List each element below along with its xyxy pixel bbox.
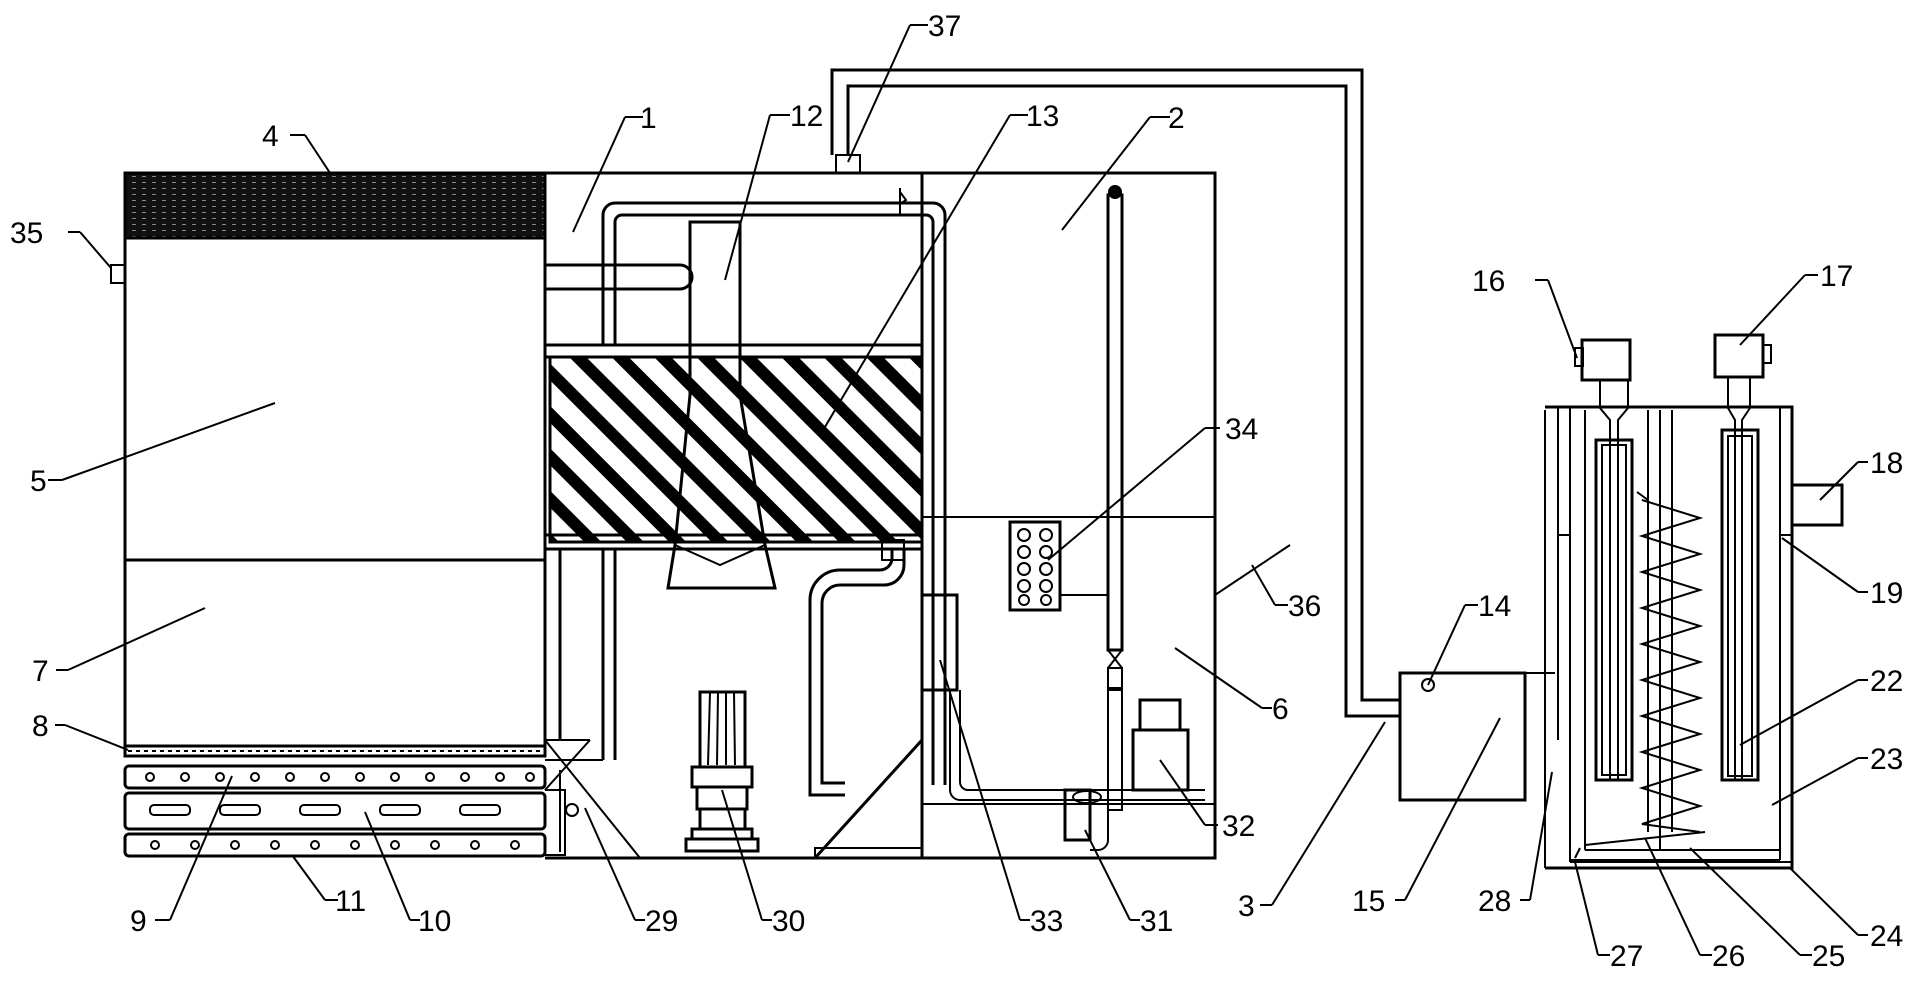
middle-housing xyxy=(543,171,1291,860)
label-37: 37 xyxy=(928,10,961,43)
label-29: 29 xyxy=(645,905,678,938)
label-30: 30 xyxy=(772,905,805,938)
label-16: 16 xyxy=(1472,265,1505,298)
label-27: 27 xyxy=(1610,940,1643,973)
label-23: 23 xyxy=(1870,743,1903,776)
label-13: 13 xyxy=(1026,100,1059,133)
pipe-3 xyxy=(830,68,1400,718)
label-7: 7 xyxy=(32,655,49,688)
left-tank xyxy=(110,171,547,858)
label-36: 35 xyxy=(10,217,43,250)
label-1: 1 xyxy=(640,102,657,135)
label-32: 32 xyxy=(1222,810,1255,843)
label-3: 3 xyxy=(1238,890,1255,923)
label-2: 2 xyxy=(1168,102,1185,135)
label-25: 25 xyxy=(1812,940,1845,973)
label-group: 1 12 13 2 37 4 35 5 7 8 xyxy=(10,10,1903,973)
label-26: 26 xyxy=(1712,940,1745,973)
label-4: 4 xyxy=(262,120,279,153)
label-34: 34 xyxy=(1225,413,1258,446)
label-31: 31 xyxy=(1140,905,1173,938)
label-19: 19 xyxy=(1870,577,1903,610)
label-28: 28 xyxy=(1478,885,1511,918)
label-24: 24 xyxy=(1870,920,1903,953)
label-6: 6 xyxy=(1272,693,1289,726)
label-5: 5 xyxy=(30,465,47,498)
label-10: 10 xyxy=(418,905,451,938)
right-reactor xyxy=(1398,333,1844,870)
label-33: 33 xyxy=(1030,905,1063,938)
label-35: 36 xyxy=(1288,590,1321,623)
label-17: 17 xyxy=(1820,260,1853,293)
pump-30 xyxy=(684,690,760,853)
label-8: 8 xyxy=(32,710,49,743)
label-11: 11 xyxy=(335,885,366,918)
label-14: 14 xyxy=(1478,590,1511,623)
label-12: 12 xyxy=(790,100,823,133)
label-9: 9 xyxy=(130,905,147,938)
label-18: 18 xyxy=(1870,447,1903,480)
label-15: 15 xyxy=(1352,885,1385,918)
label-22: 22 xyxy=(1870,665,1903,698)
